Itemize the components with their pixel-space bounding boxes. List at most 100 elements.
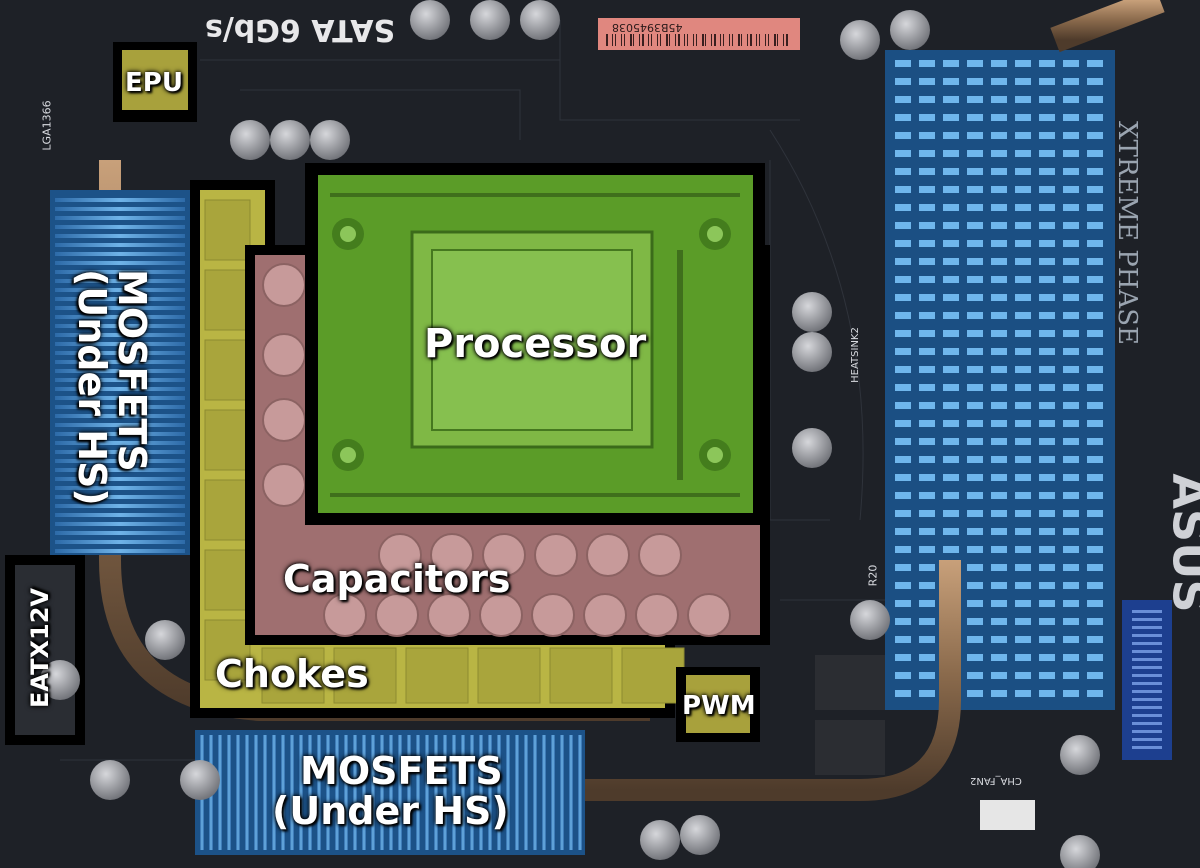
capacitor [687,593,731,637]
heatsink-fin [1087,294,1103,301]
capacitor [638,533,682,577]
choke [621,647,685,704]
heatsink-fin [1087,222,1103,229]
heatsink-fin [919,456,935,463]
heatsink-fin [1039,168,1055,175]
capacitor [262,463,306,507]
heatsink-fin [895,276,911,283]
heatsink-fin [335,735,339,850]
heatsink-fin [1039,456,1055,463]
heatsink-fin [967,654,983,661]
mosfets-side-line2: (Under HS) [70,269,114,506]
heatsink-fin [919,366,935,373]
heatsink-fin [1039,114,1055,121]
heatsink-fin [967,564,983,571]
heatsink-fin [461,735,465,850]
heatsink-fin [1039,96,1055,103]
heatsink-fin [1063,330,1079,337]
capacitor [270,120,310,160]
capacitor [635,593,679,637]
pcie-contact [1132,698,1162,701]
heatsink-fin [1039,78,1055,85]
heatsink-fin [1087,690,1103,697]
heatsink-fin [1039,186,1055,193]
heatsink-fin [55,432,185,436]
capacitor [410,0,450,40]
heatsink-fin [1039,348,1055,355]
heatsink-fin [1015,438,1031,445]
heatsink-fin [1063,582,1079,589]
heatsink-fin [1039,366,1055,373]
heatsink-fin [943,312,959,319]
pcie-contact [1132,610,1162,613]
heatsink-fin [533,735,537,850]
heatsink-fin [967,420,983,427]
heatsink-fin [1015,60,1031,67]
top-capacitors [230,0,930,160]
heatsink-fin [1015,618,1031,625]
heatsink-fin [1039,492,1055,499]
heatsink-fin [55,423,185,427]
heatsink-fin [1087,312,1103,319]
heatsink-fin [1087,366,1103,373]
barcode-bar [759,34,760,46]
barcode-bar [768,34,769,46]
heatsink-fin [371,735,375,850]
heatsink-fin [895,132,911,139]
capacitor [40,660,80,700]
barcode-bar [621,34,622,46]
heatsink-fin [967,60,983,67]
socket-label: LGA1366 [40,100,54,151]
heatsink-fin [425,735,429,850]
heatsink-fin [1039,330,1055,337]
barcode-bar [639,34,640,46]
choke [204,269,251,331]
capacitor [230,120,270,160]
heatsink-fin [895,474,911,481]
barcode-bar [783,34,784,46]
heatsink-fin [1063,420,1079,427]
heatsink-fin [991,618,1007,625]
heatsink-fin [55,504,185,508]
heatsink-fin [1063,402,1079,409]
heatsink-fin [55,522,185,526]
heatsink-fin [967,186,983,193]
cpu-socket-detail [330,193,740,497]
heatsink-fin [1063,258,1079,265]
heatsink-fin [919,636,935,643]
heatsink-fin [1015,132,1031,139]
heatsink-fin [919,384,935,391]
barcode-bar [675,34,676,46]
heatsink-fin [506,735,510,850]
heatsink-fin [943,132,959,139]
heatsink-fin [1015,348,1031,355]
heatsink-fin [470,735,474,850]
heatsink-fin [497,735,501,850]
heatsink-fin [389,735,393,850]
heatsink-fin [991,456,1007,463]
heatsink-fin [1015,258,1031,265]
cha-fan-label: CHA_FAN2 [970,775,1022,786]
heatsink-fin [967,204,983,211]
heatsink-fin [967,78,983,85]
barcode-sticker [598,18,800,50]
heatsink-fin [1063,348,1079,355]
heatsink-fin [943,240,959,247]
barcode-bar [630,34,632,46]
heatsink-fin [919,420,935,427]
heatsink-fin [1087,60,1103,67]
heatsink-fin [308,735,312,850]
heatsink-fin [895,258,911,265]
heatsink-fin [919,240,935,247]
heatsink-fin [1039,546,1055,553]
heatsink-fin [943,420,959,427]
heatsink-fin [919,186,935,193]
heatsink-fin [919,150,935,157]
heatsink-fin [919,690,935,697]
heatsink-fin [55,234,185,238]
pcie-contact [1132,626,1162,629]
heatsink-fin [991,582,1007,589]
heatsink-fin [943,474,959,481]
heatsink-fin [1039,276,1055,283]
heatsink-fin [1063,690,1079,697]
